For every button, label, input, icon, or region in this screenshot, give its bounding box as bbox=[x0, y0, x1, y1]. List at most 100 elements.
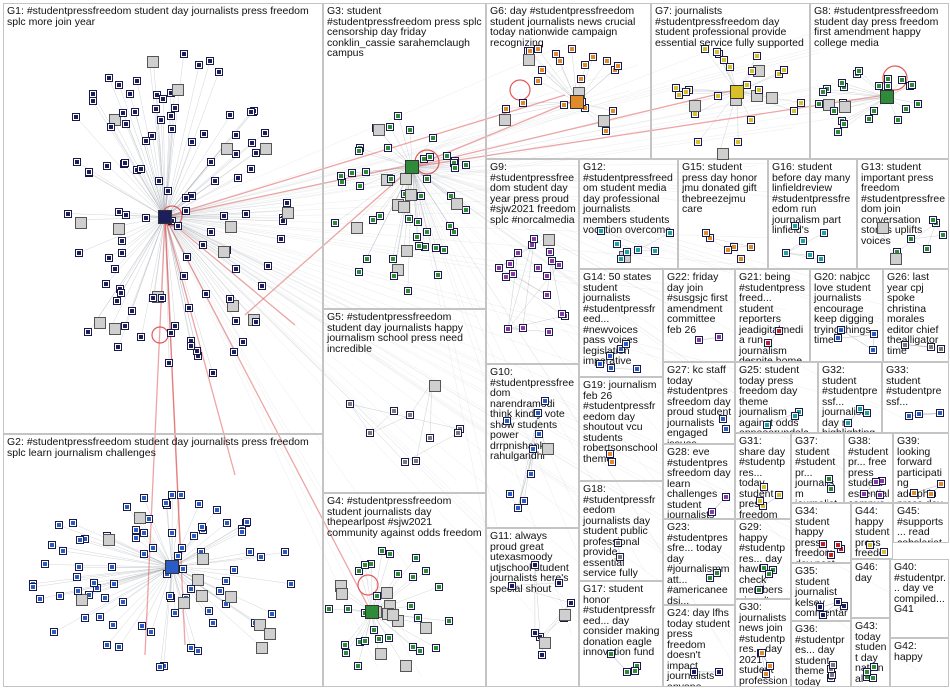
graph-node[interactable] bbox=[188, 137, 197, 146]
graph-node[interactable] bbox=[149, 293, 158, 302]
graph-node[interactable] bbox=[700, 45, 709, 54]
graph-node[interactable] bbox=[520, 496, 529, 505]
graph-node[interactable] bbox=[922, 244, 931, 253]
graph-node[interactable] bbox=[345, 400, 354, 409]
graph-node[interactable] bbox=[356, 182, 365, 191]
graph-node[interactable] bbox=[454, 429, 463, 438]
graph-node[interactable] bbox=[814, 99, 823, 108]
graph-node[interactable] bbox=[394, 112, 403, 121]
hub-node-g7[interactable] bbox=[730, 85, 744, 99]
graph-node[interactable] bbox=[386, 122, 395, 131]
graph-node[interactable] bbox=[542, 290, 551, 299]
graph-node[interactable] bbox=[132, 534, 141, 543]
graph-node[interactable] bbox=[554, 260, 563, 269]
graph-node[interactable] bbox=[596, 359, 605, 368]
graph-node[interactable] bbox=[54, 521, 63, 530]
graph-node[interactable] bbox=[902, 104, 911, 113]
avatar-node[interactable] bbox=[387, 608, 400, 621]
graph-node[interactable] bbox=[115, 81, 124, 90]
graph-node[interactable] bbox=[158, 293, 167, 302]
graph-node[interactable] bbox=[797, 98, 806, 107]
graph-node[interactable] bbox=[513, 248, 522, 257]
graph-node[interactable] bbox=[408, 642, 417, 651]
graph-node[interactable] bbox=[342, 649, 351, 658]
graph-node[interactable] bbox=[366, 429, 375, 438]
graph-node[interactable] bbox=[614, 62, 623, 71]
graph-node[interactable] bbox=[246, 165, 255, 174]
graph-node[interactable] bbox=[361, 167, 370, 176]
graph-node[interactable] bbox=[913, 99, 922, 108]
graph-node[interactable] bbox=[826, 485, 835, 494]
graph-node[interactable] bbox=[909, 489, 918, 498]
avatar-node[interactable] bbox=[401, 244, 414, 257]
graph-node[interactable] bbox=[242, 518, 251, 527]
graph-node[interactable] bbox=[734, 137, 743, 146]
graph-node[interactable] bbox=[183, 252, 192, 261]
graph-node[interactable] bbox=[336, 172, 345, 181]
graph-node[interactable] bbox=[855, 67, 864, 76]
graph-node[interactable] bbox=[743, 81, 752, 89]
graph-node[interactable] bbox=[111, 264, 119, 273]
avatar-node[interactable] bbox=[218, 245, 231, 258]
graph-node[interactable] bbox=[798, 236, 807, 245]
graph-node[interactable] bbox=[507, 581, 516, 590]
graph-node[interactable] bbox=[355, 147, 364, 156]
graph-node[interactable] bbox=[214, 68, 223, 77]
graph-node[interactable] bbox=[186, 585, 195, 594]
graph-node[interactable] bbox=[876, 491, 885, 500]
graph-node[interactable] bbox=[137, 333, 146, 342]
graph-node[interactable] bbox=[713, 92, 722, 101]
graph-node[interactable] bbox=[384, 633, 393, 642]
graph-node[interactable] bbox=[775, 490, 784, 499]
graph-node[interactable] bbox=[907, 235, 916, 244]
graph-node[interactable] bbox=[870, 662, 879, 671]
graph-node[interactable] bbox=[193, 347, 202, 356]
graph-node[interactable] bbox=[774, 327, 783, 336]
graph-node[interactable] bbox=[247, 138, 256, 147]
graph-node[interactable] bbox=[103, 161, 112, 170]
graph-node[interactable] bbox=[622, 248, 631, 257]
graph-node[interactable] bbox=[95, 612, 104, 621]
avatar-node[interactable] bbox=[839, 101, 852, 114]
graph-node[interactable] bbox=[879, 547, 888, 556]
graph-node[interactable] bbox=[610, 65, 619, 74]
graph-node[interactable] bbox=[762, 420, 771, 429]
graph-node[interactable] bbox=[856, 405, 865, 414]
graph-node[interactable] bbox=[447, 192, 456, 201]
avatar-node[interactable] bbox=[543, 234, 556, 247]
graph-node[interactable] bbox=[174, 551, 183, 560]
graph-node[interactable] bbox=[755, 497, 764, 506]
graph-node[interactable] bbox=[608, 458, 617, 467]
graph-node[interactable] bbox=[567, 44, 576, 53]
graph-node[interactable] bbox=[360, 560, 369, 569]
graph-node[interactable] bbox=[530, 560, 539, 569]
graph-node[interactable] bbox=[937, 480, 946, 489]
graph-node[interactable] bbox=[729, 243, 738, 252]
graph-node[interactable] bbox=[833, 128, 842, 137]
graph-node[interactable] bbox=[238, 527, 247, 536]
graph-node[interactable] bbox=[171, 321, 180, 330]
graph-node[interactable] bbox=[445, 617, 454, 626]
graph-node[interactable] bbox=[440, 245, 449, 254]
graph-node[interactable] bbox=[212, 505, 221, 514]
avatar-node[interactable] bbox=[226, 299, 239, 312]
graph-node[interactable] bbox=[138, 622, 147, 631]
graph-node[interactable] bbox=[764, 569, 773, 578]
graph-node[interactable] bbox=[404, 215, 413, 224]
graph-node[interactable] bbox=[133, 77, 142, 86]
graph-node[interactable] bbox=[361, 637, 370, 646]
graph-node[interactable] bbox=[719, 415, 728, 424]
graph-node[interactable] bbox=[362, 254, 371, 263]
hub-node-g3[interactable] bbox=[405, 160, 419, 174]
graph-node[interactable] bbox=[139, 550, 148, 559]
graph-node[interactable] bbox=[375, 211, 384, 220]
avatar-node[interactable] bbox=[766, 92, 779, 105]
graph-node[interactable] bbox=[68, 519, 77, 528]
graph-node[interactable] bbox=[151, 104, 160, 113]
graph-node[interactable] bbox=[445, 222, 454, 231]
graph-node[interactable] bbox=[860, 489, 869, 498]
graph-node[interactable] bbox=[117, 288, 126, 297]
graph-node[interactable] bbox=[187, 192, 196, 201]
avatar-node[interactable] bbox=[108, 322, 121, 335]
graph-node[interactable] bbox=[104, 73, 113, 82]
